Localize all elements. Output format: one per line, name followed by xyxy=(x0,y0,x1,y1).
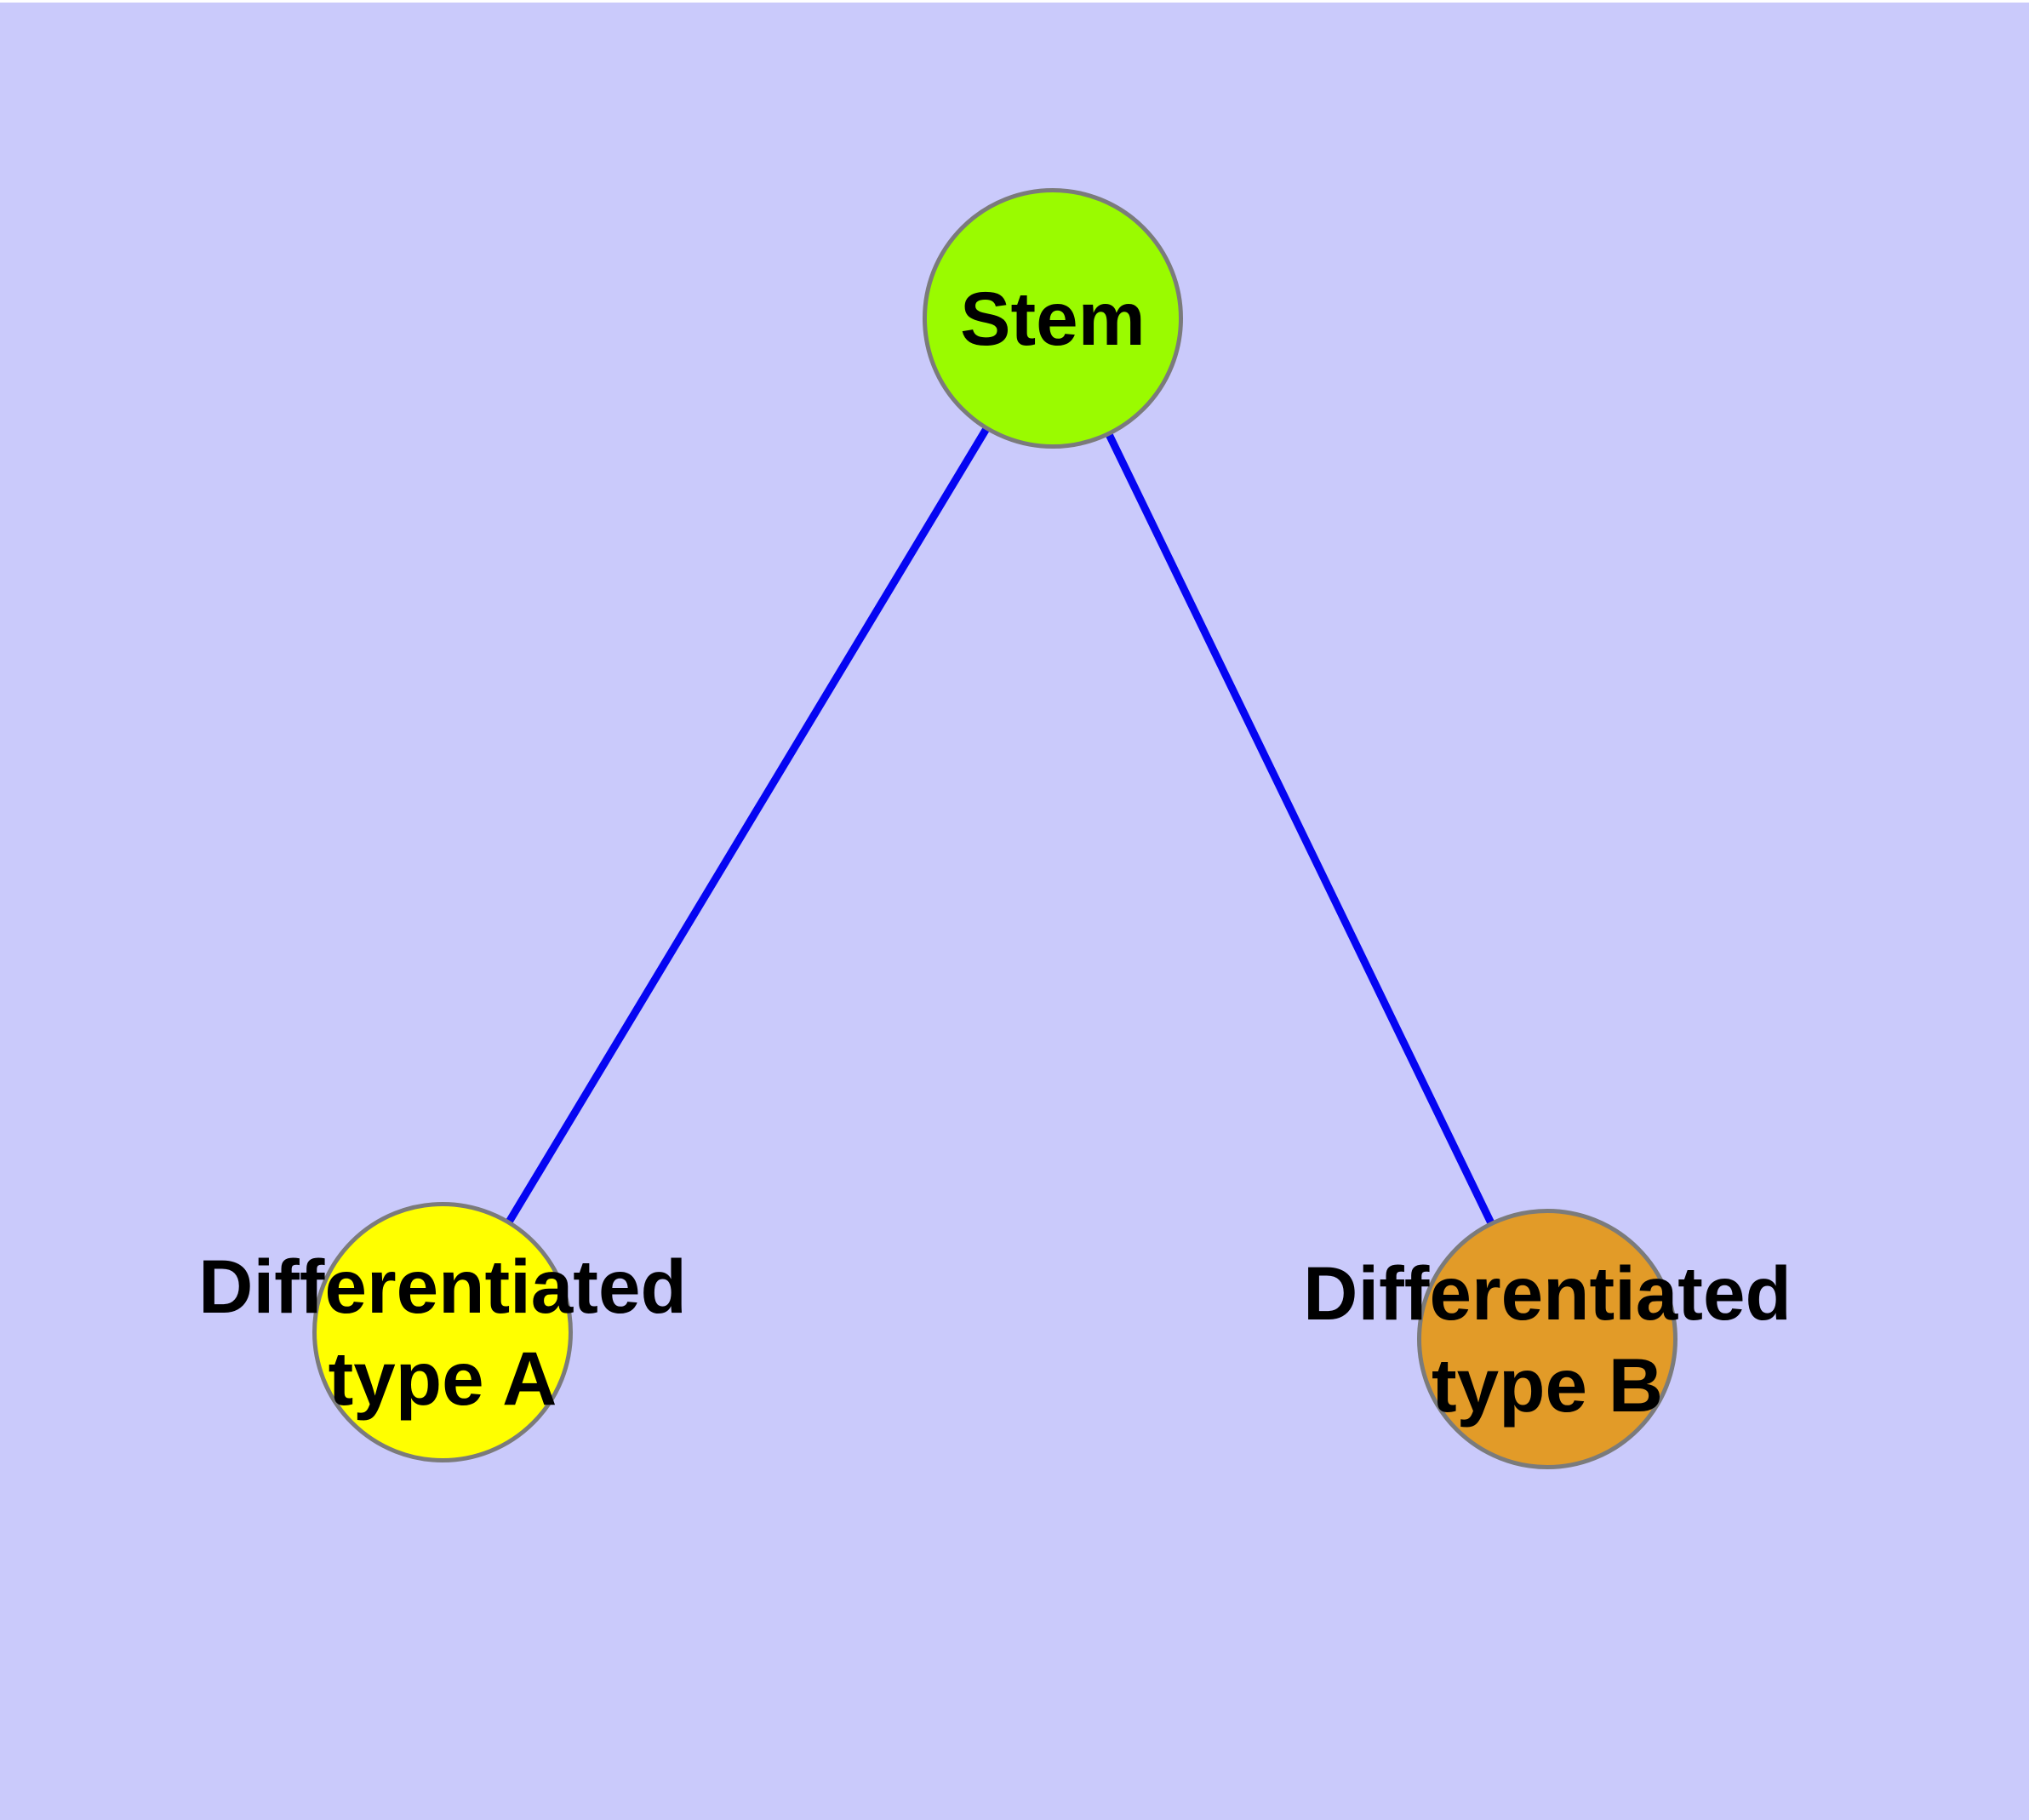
node-differentiated-type-b-circle xyxy=(1417,1209,1677,1469)
edge-layer xyxy=(439,316,1552,1341)
node-type-a-label-line2: type A xyxy=(328,1336,557,1421)
node-type-b-label-line2: type B xyxy=(1432,1342,1663,1428)
node-differentiated-type-a-circle xyxy=(312,1202,573,1462)
edge-stem-to-type-b xyxy=(1049,317,1552,1341)
node-type-b-label-line1: Differentiated xyxy=(1303,1251,1792,1336)
edge-stem-to-type-a xyxy=(439,316,1056,1335)
node-differentiated-type-a-label: Differentiated type A xyxy=(145,1240,740,1424)
node-stem-label-line1: Stem xyxy=(960,276,1146,361)
node-stem-label: Stem xyxy=(755,272,1351,364)
node-stem-circle xyxy=(923,188,1183,449)
node-differentiated-type-b-label: Differentiated type B xyxy=(1249,1247,1845,1431)
graph-canvas: Stem Differentiated type A Differentiate… xyxy=(0,3,2029,1820)
node-type-a-label-line1: Differentiated xyxy=(198,1244,687,1329)
